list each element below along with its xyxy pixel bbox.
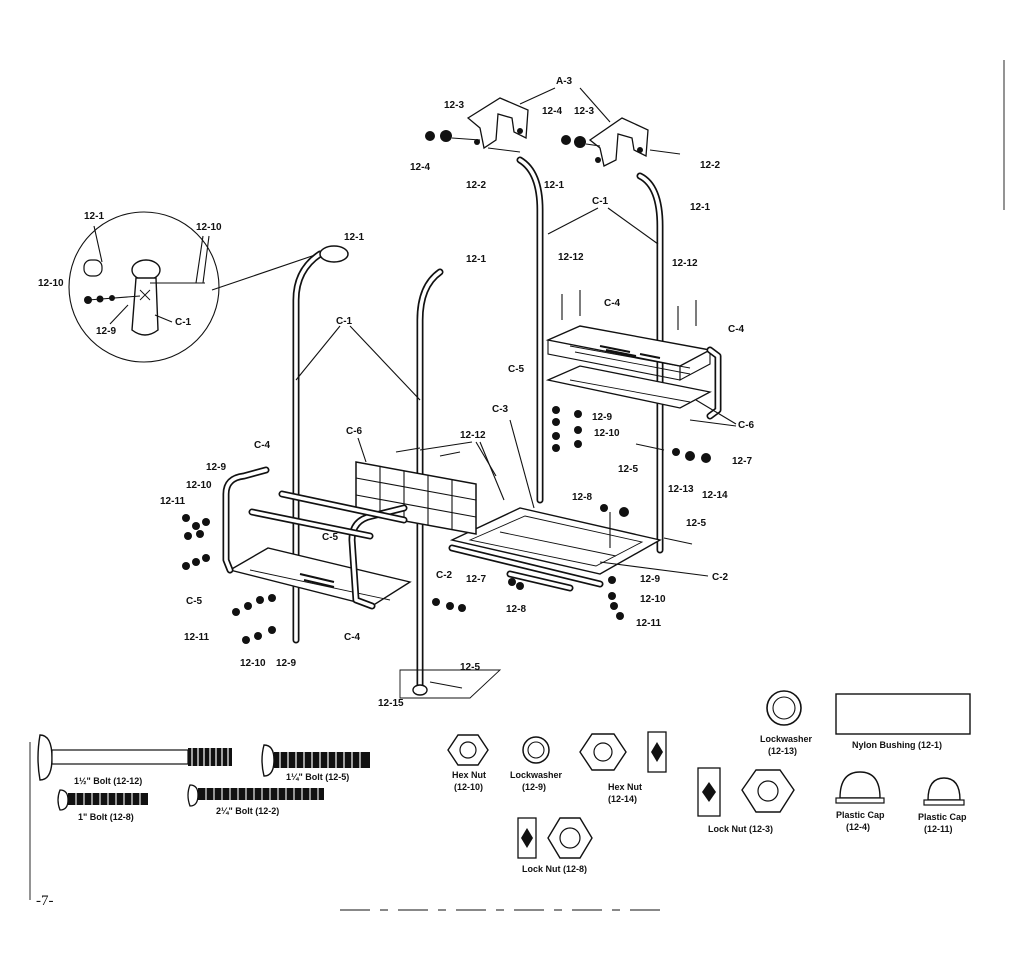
label-12-13: 12-13	[668, 484, 694, 495]
label-hexnut-12-10-a: Hex Nut	[452, 770, 486, 780]
label-12-9-detail: 12-9	[96, 326, 116, 337]
page-number: -7-	[36, 893, 54, 909]
label-bolt-12-8: 1" Bolt (12-8)	[78, 812, 134, 822]
label-12-10-upper: 12-10	[594, 428, 620, 439]
label-12-8-base: 12-8	[506, 604, 526, 615]
label-12-12-b: 12-12	[672, 258, 698, 269]
label-lockwasher-12-13-b: (12-13)	[768, 746, 797, 756]
label-12-14: 12-14	[702, 490, 728, 501]
label-12-1-c: 12-1	[344, 232, 364, 243]
label-nylon-bushing: Nylon Bushing (12-1)	[852, 740, 942, 750]
detail-circle	[68, 211, 220, 363]
bolt-12-12	[37, 734, 232, 781]
nylon-bushing	[835, 693, 971, 735]
label-lockwasher-12-13-a: Lockwasher	[760, 734, 813, 744]
label-12-10-base: 12-10	[640, 594, 666, 605]
label-12-10-lower: 12-10	[240, 658, 266, 669]
locknut-12-3	[697, 767, 795, 817]
basket-c6	[355, 461, 477, 535]
label-12-1-detail: 12-1	[84, 211, 104, 222]
hexnut-12-10	[447, 734, 489, 766]
label-c4-lower-left: C-4	[254, 440, 271, 451]
bracket-a3-left	[466, 97, 529, 150]
label-c4-lower: C-4	[344, 632, 361, 643]
cap-12-4-left	[425, 131, 435, 141]
label-12-11-lower: 12-11	[184, 632, 209, 643]
bracket-a3-right	[588, 117, 649, 167]
label-12-10-left: 12-10	[186, 480, 212, 491]
label-hexnut-12-14-a: Hex Nut	[608, 782, 642, 792]
bolt-12-2	[187, 784, 324, 807]
label-c2-right: C-2	[712, 572, 729, 583]
bolt-12-8	[57, 789, 148, 811]
label-bolt-12-5: 1¼" Bolt (12-5)	[286, 772, 349, 782]
label-12-9-left: 12-9	[206, 462, 226, 473]
label-12-3-a: 12-3	[444, 100, 464, 111]
label-12-8-center: 12-8	[572, 492, 592, 503]
label-locknut-12-8: Lock Nut (12-8)	[522, 864, 587, 874]
label-c4-upper: C-4	[604, 298, 621, 309]
label-plasticcap-12-4-b: (12-4)	[846, 822, 870, 832]
label-c5-upper: C-5	[508, 364, 525, 375]
label-c4-right: C-4	[728, 324, 745, 335]
label-12-12-a: 12-12	[558, 252, 584, 263]
label-12-5-foot: 12-5	[460, 662, 480, 673]
plasticcap-12-11	[923, 777, 965, 806]
label-12-4-b: 12-4	[542, 106, 562, 117]
label-c2-left: C-2	[436, 570, 453, 581]
label-12-4-a: 12-4	[410, 162, 430, 173]
label-12-5-right: 12-5	[618, 464, 638, 475]
label-12-1-b: 12-1	[690, 202, 710, 213]
hardware-legend: 1½" Bolt (12-12) 1¼" Bolt (12-5) 1" Bolt…	[37, 690, 971, 874]
label-c1-detail: C-1	[175, 317, 192, 328]
label-bolt-12-2: 2¼" Bolt (12-2)	[216, 806, 279, 816]
label-12-7-right: 12-7	[732, 456, 752, 467]
label-12-15: 12-15	[378, 698, 404, 709]
label-hexnut-12-14-b: (12-14)	[608, 794, 637, 804]
label-lockwasher-12-9-b: (12-9)	[522, 782, 546, 792]
lower-shelf	[222, 466, 412, 610]
label-hexnut-12-10-b: (12-10)	[454, 782, 483, 792]
label-12-1-a: 12-1	[544, 180, 564, 191]
plasticcap-12-4	[835, 771, 885, 804]
label-12-5-base: 12-5	[686, 518, 706, 529]
label-12-10-detail-left: 12-10	[38, 278, 64, 289]
locknut-12-8	[517, 817, 593, 859]
label-12-10-detail: 12-10	[196, 222, 222, 233]
label-c6-right: C-6	[738, 420, 755, 431]
label-12-2-b: 12-2	[700, 160, 720, 171]
label-c5-mid: C-5	[322, 532, 339, 543]
label-12-11-base: 12-11	[636, 618, 661, 629]
label-12-3-b: 12-3	[574, 106, 594, 117]
label-lockwasher-12-9-a: Lockwasher	[510, 770, 563, 780]
label-plasticcap-12-4-a: Plastic Cap	[836, 810, 885, 820]
label-plasticcap-12-11-b: (12-11)	[924, 824, 953, 834]
label-12-12-mid: 12-12	[460, 430, 486, 441]
detail-inset	[68, 211, 319, 363]
label-plasticcap-12-11-a: Plastic Cap	[918, 812, 967, 822]
label-12-11-left: 12-11	[160, 496, 185, 507]
base-plate	[448, 507, 662, 592]
label-12-9-lower: 12-9	[276, 658, 296, 669]
label-12-9-base: 12-9	[640, 574, 660, 585]
label-c5-lower: C-5	[186, 596, 203, 607]
label-12-1-d: 12-1	[466, 254, 486, 265]
label-12-2-a: 12-2	[466, 180, 486, 191]
bolt-12-5	[261, 744, 370, 777]
upright-tubes	[292, 156, 664, 696]
label-c1-top: C-1	[592, 196, 609, 207]
label-bolt-12-12: 1½" Bolt (12-12)	[74, 776, 142, 786]
label-c3: C-3	[492, 404, 509, 415]
label-locknut-12-3: Lock Nut (12-3)	[708, 824, 773, 834]
label-c6-mid: C-6	[346, 426, 363, 437]
label-c1-mid: C-1	[336, 316, 353, 327]
upper-shelf	[545, 325, 722, 420]
label-12-9-upper: 12-9	[592, 412, 612, 423]
lockwasher-12-9	[522, 736, 550, 764]
hexnut-12-14	[579, 731, 667, 773]
label-12-7-base: 12-7	[466, 574, 486, 585]
lockwasher-12-13	[766, 690, 802, 726]
label-a3: A-3	[556, 76, 573, 87]
